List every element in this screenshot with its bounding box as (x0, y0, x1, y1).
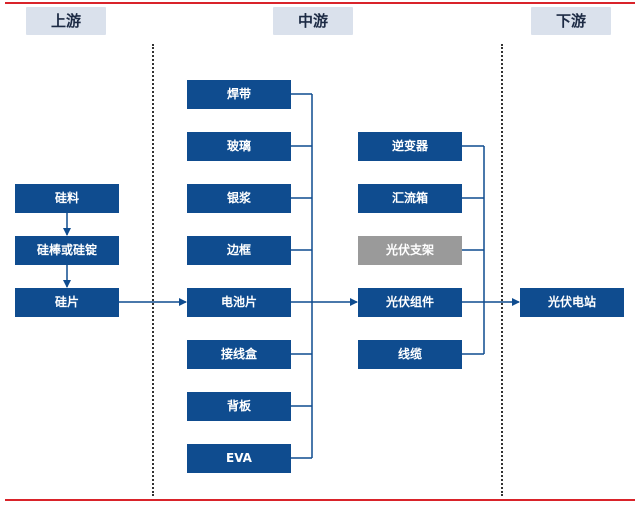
node-inverter: 逆变器 (358, 132, 462, 161)
node-frame: 边框 (187, 236, 291, 265)
node-eva: EVA (187, 444, 291, 473)
bottom-rule (5, 499, 635, 501)
divider-midstream-downstream (501, 44, 503, 496)
node-silicon-wafer: 硅片 (15, 288, 119, 317)
node-silver-paste: 银浆 (187, 184, 291, 213)
node-pv-power-station: 光伏电站 (520, 288, 624, 317)
node-glass: 玻璃 (187, 132, 291, 161)
node-solar-cell: 电池片 (187, 288, 291, 317)
node-silicon-material: 硅料 (15, 184, 119, 213)
node-pv-module: 光伏组件 (358, 288, 462, 317)
top-rule (5, 2, 635, 4)
stage-label-downstream: 下游 (531, 7, 611, 35)
node-backsheet: 背板 (187, 392, 291, 421)
divider-upstream-midstream (152, 44, 154, 496)
node-ribbon: 焊带 (187, 80, 291, 109)
stage-label-upstream: 上游 (26, 7, 106, 35)
node-junction-box: 接线盒 (187, 340, 291, 369)
node-pv-bracket: 光伏支架 (358, 236, 462, 265)
stage-label-midstream: 中游 (273, 7, 353, 35)
node-silicon-rod-or-ingot: 硅棒或硅锭 (15, 236, 119, 265)
node-cable: 线缆 (358, 340, 462, 369)
node-combiner-box: 汇流箱 (358, 184, 462, 213)
